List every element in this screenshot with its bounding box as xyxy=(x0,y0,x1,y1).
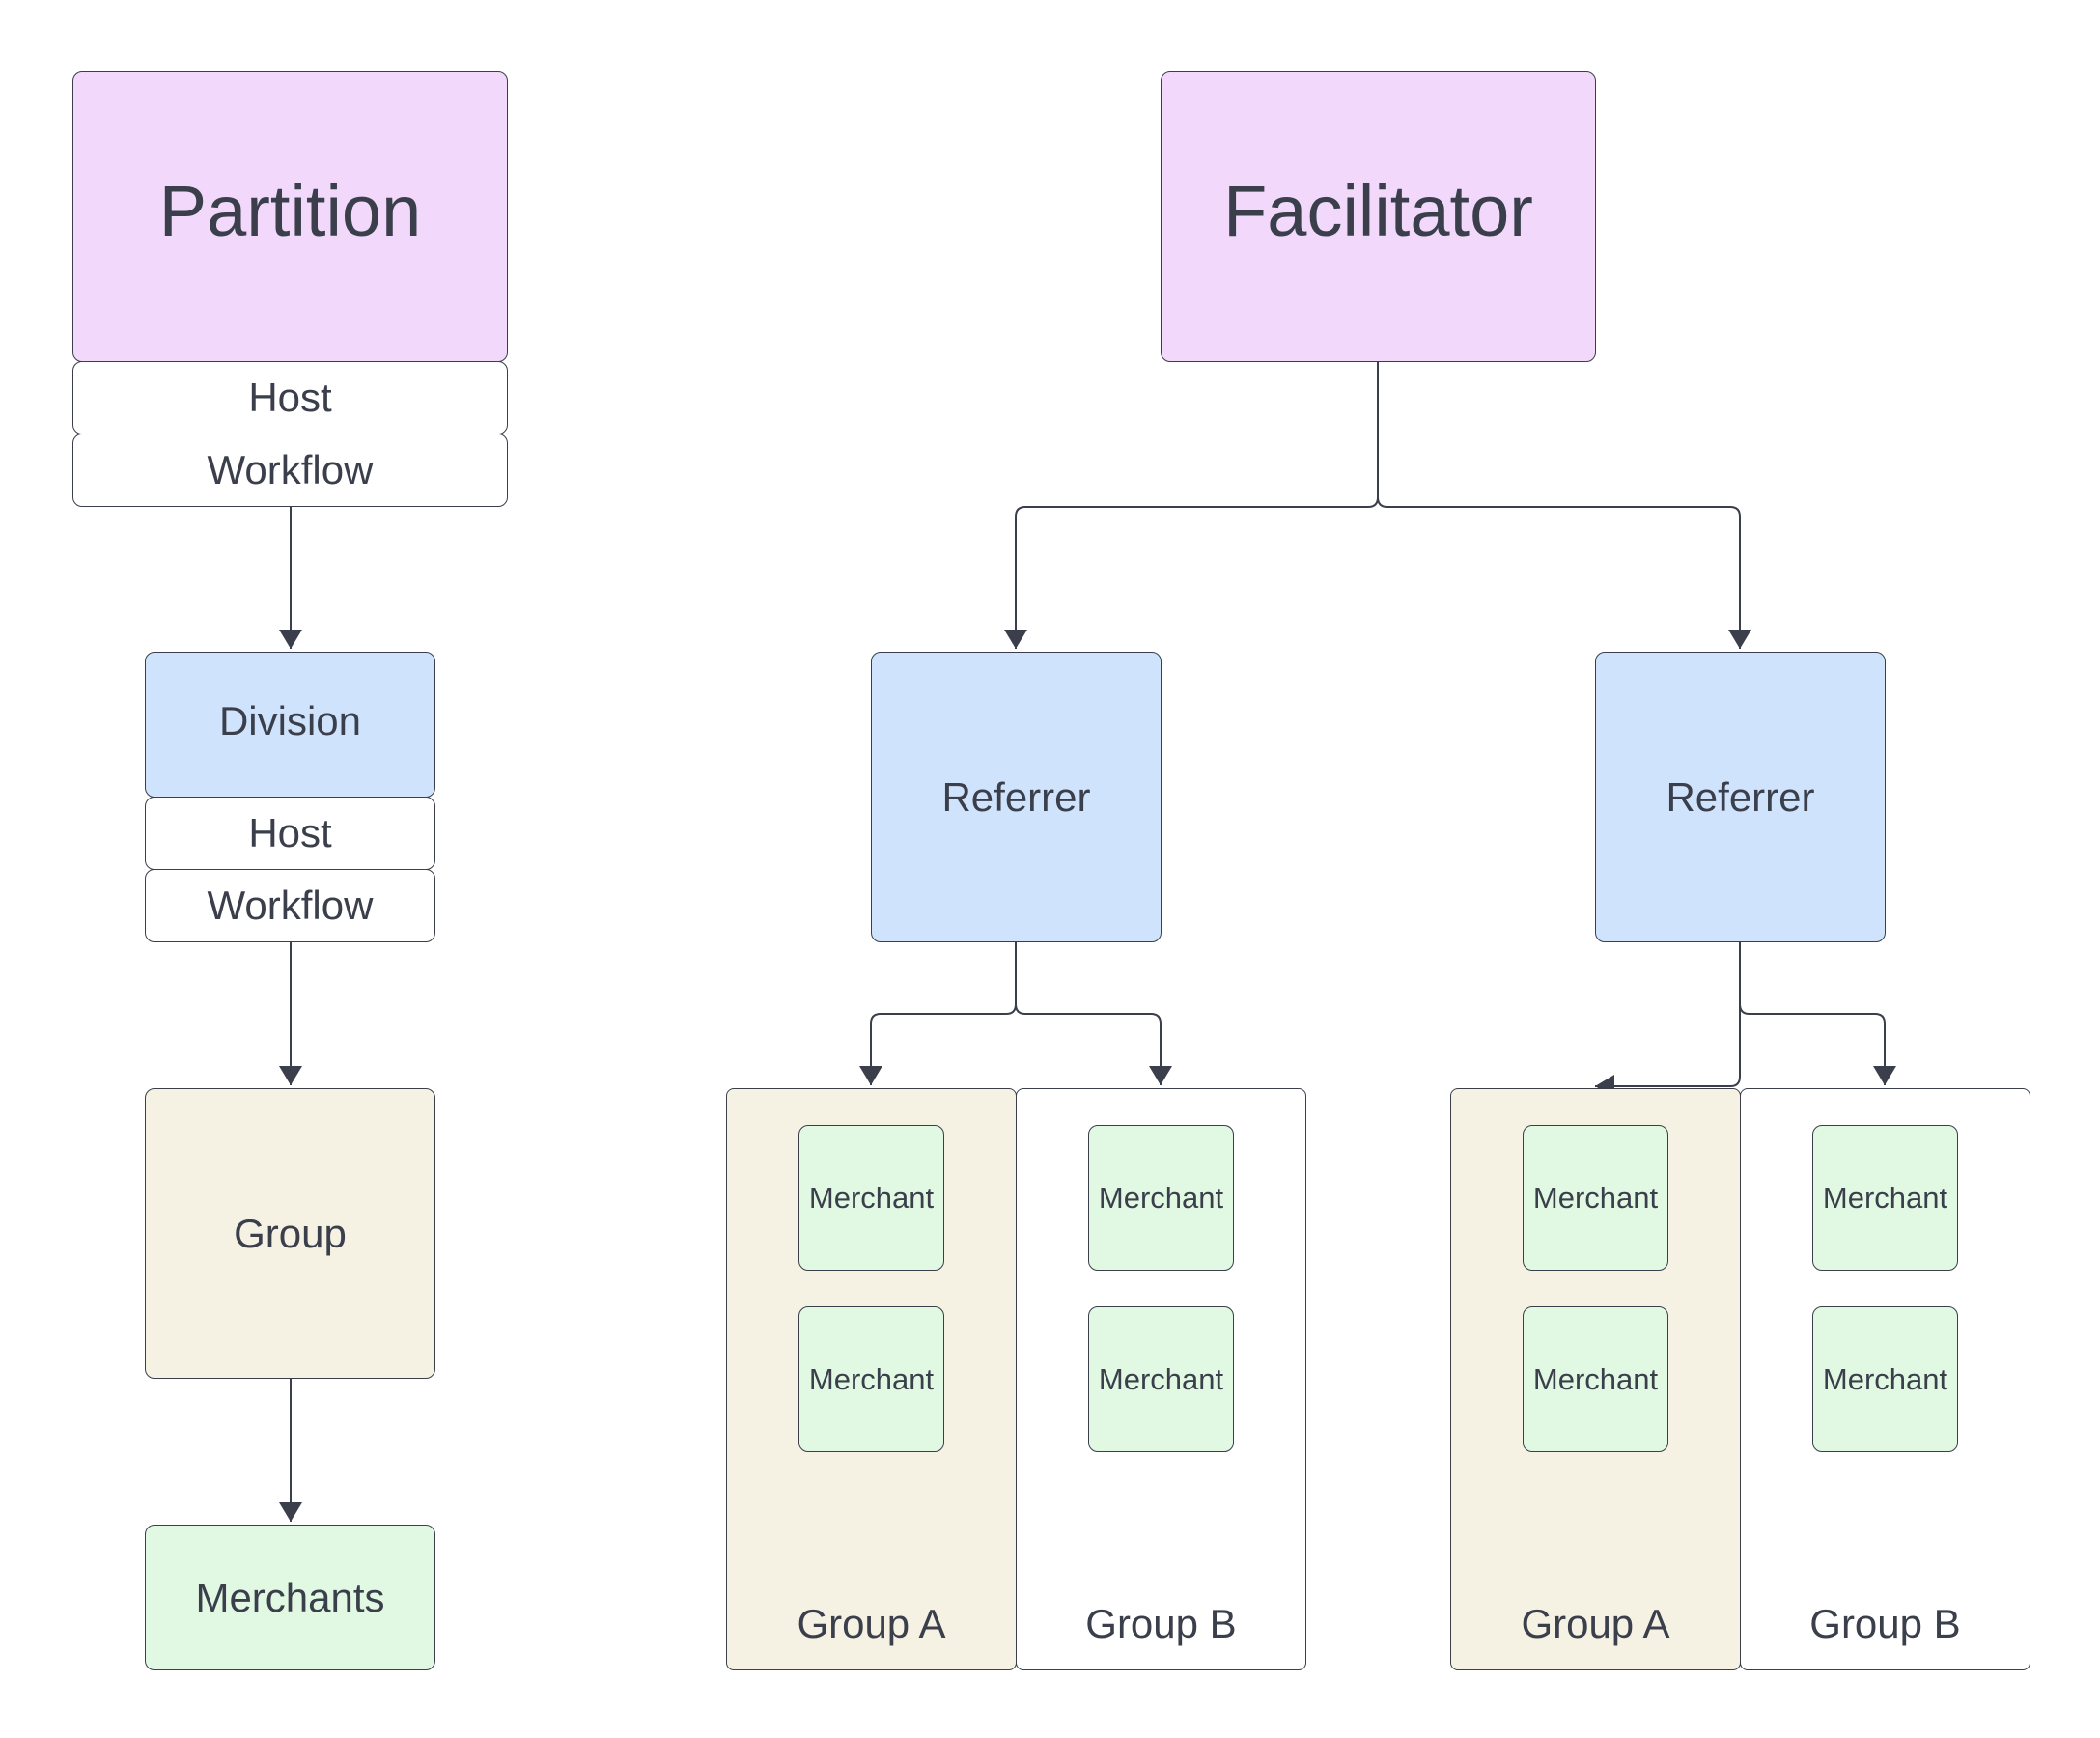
referrer-1-group-a-label: Group A xyxy=(797,1601,946,1646)
partition-title: Partition xyxy=(158,171,422,251)
partition-box: Partition xyxy=(72,71,508,362)
facilitator-title: Facilitator xyxy=(1223,171,1533,251)
merchant-label: Merchant xyxy=(1822,1180,1948,1215)
merchants-box: Merchants xyxy=(145,1525,435,1670)
referrer-2-group-a: Merchant Merchant Group A xyxy=(1450,1088,1741,1670)
merchant-label: Merchant xyxy=(1098,1180,1224,1215)
division-title: Division xyxy=(218,697,362,743)
partition-workflow-row: Workflow xyxy=(72,434,508,507)
group-box: Group xyxy=(145,1088,435,1379)
referrer-2-box: Referrer xyxy=(1595,652,1886,942)
merchant-label: Merchant xyxy=(1822,1361,1948,1396)
referrer-1-group-a: Merchant Merchant Group A xyxy=(726,1088,1017,1670)
referrer-2-title: Referrer xyxy=(1666,773,1815,820)
merchant-label: Merchant xyxy=(1532,1180,1659,1215)
referrer-2-group-a-label: Group A xyxy=(1521,1601,1670,1646)
partition-host-label: Host xyxy=(248,375,332,420)
partition-workflow-label: Workflow xyxy=(207,447,374,492)
referrer-1-group-a-merchant-1: Merchant xyxy=(798,1125,944,1271)
referrer-1-to-group-a-arrow xyxy=(859,941,1017,1085)
division-workflow-row: Workflow xyxy=(145,869,435,942)
facilitator-to-referrer-2-arrow xyxy=(1377,496,1751,649)
partition-host-row: Host xyxy=(72,361,508,434)
referrer-2-to-group-a-arrow xyxy=(1595,941,1741,1098)
merchants-title: Merchants xyxy=(195,1574,385,1620)
referrer-1-group-b-merchant-1: Merchant xyxy=(1088,1125,1234,1271)
referrer-2-group-b: Merchant Merchant Group B xyxy=(1740,1088,2030,1670)
referrer-1-group-b-merchant-2: Merchant xyxy=(1088,1306,1234,1452)
merchant-label: Merchant xyxy=(808,1180,935,1215)
merchant-label: Merchant xyxy=(1098,1361,1224,1396)
division-workflow-label: Workflow xyxy=(207,883,374,928)
facilitator-to-referrer-1-arrow xyxy=(1004,361,1379,649)
referrer-2-to-group-b-arrow xyxy=(1739,1003,1896,1085)
group-title: Group xyxy=(234,1210,347,1256)
division-host-label: Host xyxy=(248,810,332,855)
merchant-label: Merchant xyxy=(808,1361,935,1396)
referrer-1-group-b: Merchant Merchant Group B xyxy=(1016,1088,1306,1670)
facilitator-box: Facilitator xyxy=(1161,71,1596,362)
referrer-2-group-a-merchant-1: Merchant xyxy=(1523,1125,1668,1271)
merchant-label: Merchant xyxy=(1532,1361,1659,1396)
referrer-2-group-b-merchant-2: Merchant xyxy=(1812,1306,1958,1452)
referrer-1-to-group-b-arrow xyxy=(1015,1003,1172,1085)
referrer-1-title: Referrer xyxy=(941,773,1091,820)
referrer-1-group-a-merchant-2: Merchant xyxy=(798,1306,944,1452)
division-box: Division xyxy=(145,652,435,798)
referrer-1-box: Referrer xyxy=(871,652,1162,942)
referrer-2-group-a-merchant-2: Merchant xyxy=(1523,1306,1668,1452)
referrer-1-group-b-label: Group B xyxy=(1085,1601,1237,1646)
division-host-row: Host xyxy=(145,797,435,870)
referrer-2-group-b-label: Group B xyxy=(1809,1601,1961,1646)
referrer-2-group-b-merchant-1: Merchant xyxy=(1812,1125,1958,1271)
